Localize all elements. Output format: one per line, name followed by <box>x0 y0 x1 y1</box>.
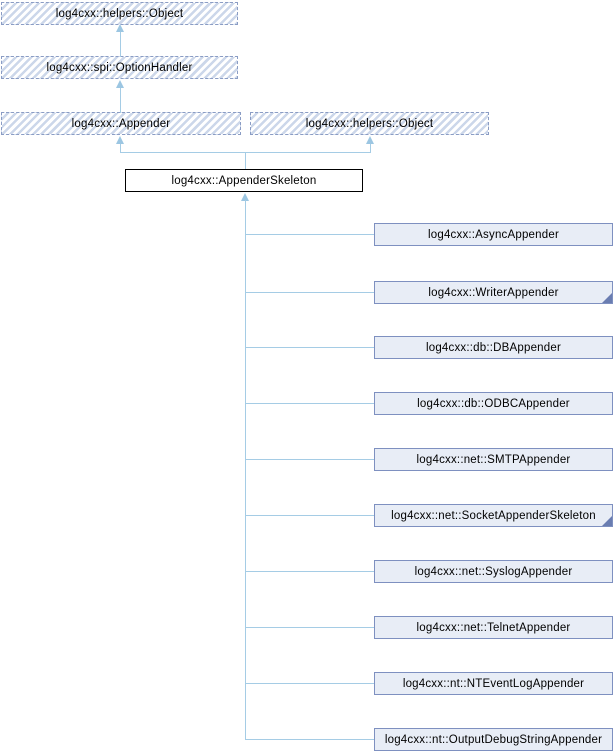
class-node-appenderskeleton[interactable]: log4cxx::AppenderSkeleton <box>125 169 363 192</box>
connector-line <box>246 403 374 404</box>
class-node-helpers-object-top[interactable]: log4cxx::helpers::Object <box>1 2 238 25</box>
inheritance-arrow-icon <box>116 80 124 88</box>
connector-line <box>246 739 374 740</box>
connector-line <box>246 347 374 348</box>
connector-line <box>246 515 374 516</box>
connector-line <box>370 144 371 153</box>
inheritance-arrow-icon <box>366 136 374 144</box>
connector-line <box>246 627 374 628</box>
connector-line <box>245 200 246 740</box>
connector-line <box>246 292 374 293</box>
class-node-spi-optionhandler[interactable]: log4cxx::spi::OptionHandler <box>1 56 238 79</box>
class-node-appender[interactable]: log4cxx::Appender <box>1 112 241 135</box>
inheritance-arrow-icon <box>116 24 124 32</box>
inheritance-arrow-icon <box>116 136 124 144</box>
inheritance-arrow-icon <box>241 193 249 201</box>
connector-line <box>120 144 121 153</box>
class-node-derived[interactable]: log4cxx::nt::NTEventLogAppender <box>374 672 613 695</box>
class-node-derived[interactable]: log4cxx::nt::OutputDebugStringAppender <box>374 728 613 751</box>
class-node-derived[interactable]: log4cxx::net::SMTPAppender <box>374 448 613 471</box>
connector-line <box>245 152 246 169</box>
class-node-derived[interactable]: log4cxx::WriterAppender <box>374 281 613 304</box>
connector-line <box>246 683 374 684</box>
class-node-derived[interactable]: log4cxx::net::TelnetAppender <box>374 616 613 639</box>
class-node-derived[interactable]: log4cxx::db::ODBCAppender <box>374 392 613 415</box>
connector-line <box>120 84 121 113</box>
class-node-derived[interactable]: log4cxx::AsyncAppender <box>374 223 613 246</box>
connector-line <box>246 234 374 235</box>
has-subclasses-fold-icon <box>602 293 612 303</box>
class-node-derived[interactable]: log4cxx::net::SocketAppenderSkeleton <box>374 504 613 527</box>
has-subclasses-fold-icon <box>602 516 612 526</box>
class-node-helpers-object-right[interactable]: log4cxx::helpers::Object <box>250 112 489 135</box>
connector-line <box>246 571 374 572</box>
class-node-derived[interactable]: log4cxx::db::DBAppender <box>374 336 613 359</box>
connector-line <box>246 459 374 460</box>
connector-line <box>120 28 121 57</box>
class-node-derived[interactable]: log4cxx::net::SyslogAppender <box>374 560 613 583</box>
